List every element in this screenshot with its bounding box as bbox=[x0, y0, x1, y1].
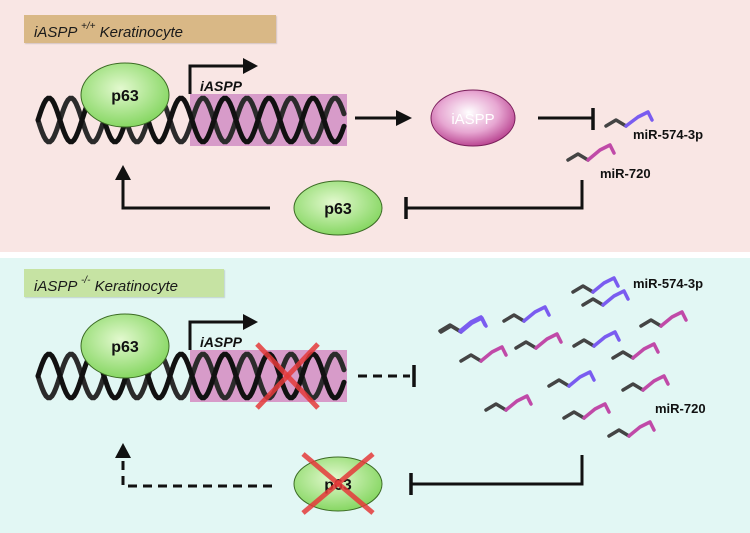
mirna-stem bbox=[639, 318, 663, 328]
mirna-stem bbox=[562, 410, 586, 420]
arrow-to-protein-icon bbox=[355, 110, 412, 126]
dashed-inhibition-icon bbox=[358, 365, 416, 387]
mirna-tail bbox=[479, 345, 508, 363]
mirna-tail bbox=[458, 315, 487, 333]
mir574-label-bottom: miR-574-3p bbox=[633, 276, 703, 291]
mirna-tail bbox=[504, 394, 533, 412]
feedback-inhibition-icon bbox=[404, 180, 584, 219]
mir720-label-top: miR-720 bbox=[600, 166, 651, 181]
wildtype-title-cell: Keratinocyte bbox=[99, 24, 183, 41]
cross-out-icon bbox=[301, 452, 375, 515]
mirna-cluster bbox=[438, 276, 688, 438]
wildtype-title-genotype: +/+ bbox=[80, 21, 96, 32]
p63-protein-top bbox=[293, 180, 383, 236]
wildtype-title: iASPP +/+ Keratinocyte bbox=[24, 15, 276, 43]
mirna-stem bbox=[459, 353, 483, 363]
knockout-title: iASPP -/- Keratinocyte bbox=[24, 269, 224, 297]
p63-bound-bottom bbox=[80, 313, 170, 379]
mirna-tail bbox=[567, 370, 596, 388]
mirna-tail bbox=[592, 330, 621, 348]
wildtype-title-gene: iASPP bbox=[34, 24, 77, 41]
mirna-stem bbox=[607, 428, 631, 438]
mir720-label-bottom: miR-720 bbox=[655, 401, 706, 416]
mirna-stem bbox=[611, 350, 635, 360]
mirna-tail bbox=[631, 342, 660, 360]
transcription-arrow-icon bbox=[188, 58, 258, 94]
cross-out-icon bbox=[255, 342, 320, 410]
mirna-stem bbox=[502, 313, 526, 323]
mirna-stem bbox=[514, 340, 538, 350]
transcription-arrow-icon bbox=[188, 314, 258, 350]
mirna-stem bbox=[571, 284, 595, 294]
mirna-stem bbox=[621, 382, 645, 392]
p63-bound-bottom-label: p63 bbox=[111, 339, 139, 356]
mirna-stem bbox=[572, 338, 596, 348]
mirna-tail bbox=[582, 402, 611, 420]
mirna-icon bbox=[604, 110, 654, 128]
mirna-stem bbox=[581, 297, 605, 307]
mirna-icon bbox=[566, 143, 616, 162]
inhibition-bar-icon bbox=[538, 108, 595, 130]
mirna-stem bbox=[547, 378, 571, 388]
knockout-title-cell: Keratinocyte bbox=[94, 278, 178, 295]
gene-label-top: iASPP bbox=[200, 78, 243, 94]
mirna-tail bbox=[641, 374, 670, 392]
mirna-tail bbox=[659, 310, 688, 328]
mirna-stem bbox=[484, 402, 508, 412]
feedback-arrow-icon bbox=[115, 165, 270, 210]
knockout-title-gene: iASPP bbox=[34, 278, 77, 295]
p63-bound-top bbox=[80, 62, 170, 128]
feedback-inhibition-icon bbox=[409, 455, 584, 495]
mirna-tail bbox=[522, 305, 551, 323]
mir574-label-top: miR-574-3p bbox=[633, 127, 703, 142]
mirna-tail bbox=[534, 332, 563, 350]
gene-label-bottom: iASPP bbox=[200, 334, 243, 350]
mirna-tail bbox=[591, 276, 620, 294]
mirna-tail bbox=[601, 289, 630, 307]
p63-bound-top-label: p63 bbox=[111, 88, 139, 105]
mirna-tail bbox=[627, 420, 656, 438]
p63-protein-top-label: p63 bbox=[324, 201, 352, 218]
iaspp-protein-label: iASPP bbox=[451, 111, 494, 128]
iaspp-protein bbox=[430, 89, 516, 147]
dashed-feedback-arrow-icon bbox=[115, 443, 272, 488]
mirna-stem bbox=[438, 323, 462, 333]
knockout-title-genotype: -/- bbox=[80, 275, 91, 286]
